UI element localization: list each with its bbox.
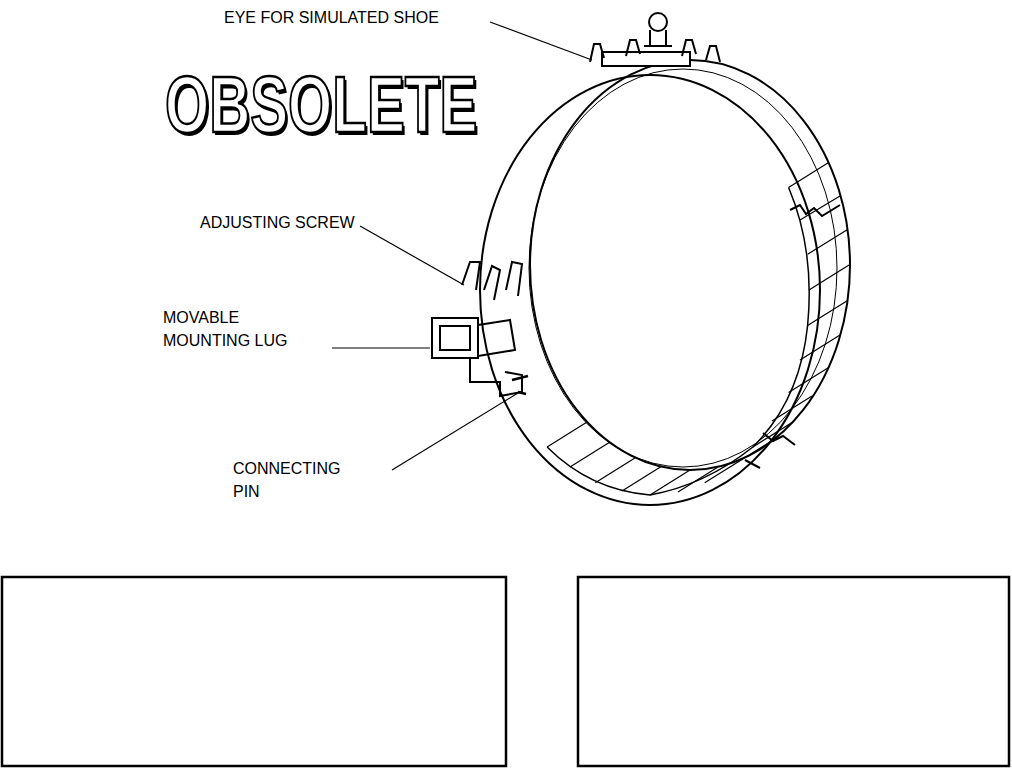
leader-line [490,22,592,60]
connecting-pin [512,376,528,394]
band-front-rim [480,75,820,505]
mounting-lug [432,318,478,358]
shackle-body [644,30,672,46]
lining-joint [745,433,795,468]
part-label: MOVABLE MOUNTING LUG [163,306,295,352]
band-back-rim [530,60,850,470]
empty-box [578,577,1009,766]
shackle [649,13,667,31]
leader-line [332,347,430,348]
leader-line [392,393,518,470]
part-label: CONNECTING PIN [233,457,351,503]
empty-box [2,577,506,766]
lining-end [790,205,840,216]
lining-segments [547,163,849,496]
eye-plate [602,52,690,66]
part-label: ADJUSTING SCREW [200,211,355,234]
leader-line [360,226,464,285]
part-label: EYE FOR SIMULATED SHOE [224,6,439,29]
watermark: OBSOLETE [165,65,477,145]
mounting-lug-inner [440,326,470,350]
lining-edge [547,188,809,496]
lug-bracket [470,320,522,396]
eye-tabs [590,40,720,62]
band-back-inner [529,69,837,467]
adjusting-screw [462,262,522,300]
